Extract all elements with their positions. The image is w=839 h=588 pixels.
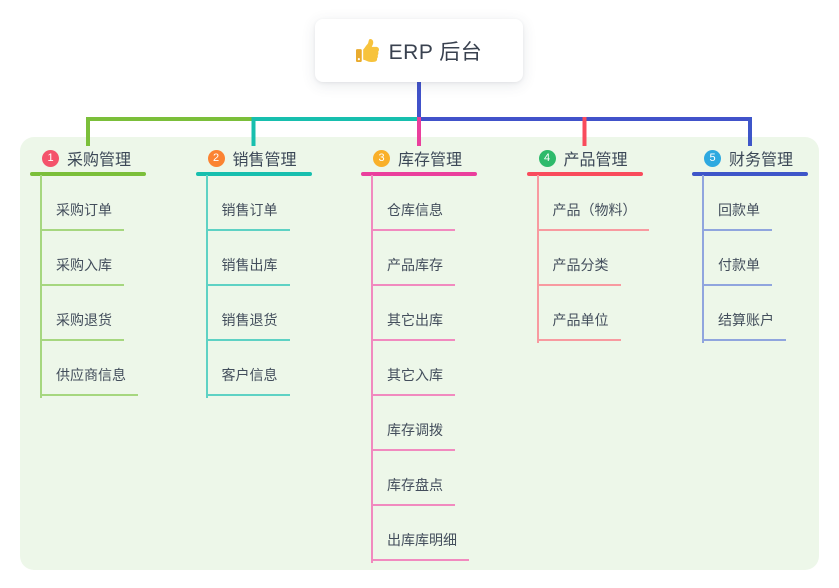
- branch-item-label: 采购入库: [40, 255, 124, 286]
- branch-title-underline: [526, 172, 643, 176]
- branch-title-label: 库存管理: [398, 152, 463, 169]
- branch-item-label: 产品单位: [536, 310, 621, 341]
- branch-stem-line: [205, 175, 208, 398]
- branch-item[interactable]: 产品（物料）: [536, 191, 649, 231]
- branch-stem-line: [536, 175, 539, 343]
- branch-item-label: 采购退货: [40, 310, 124, 341]
- branch-item-label: 销售出库: [205, 255, 290, 286]
- branch-title-label: 产品管理: [563, 152, 628, 169]
- branch-title-3[interactable]: 3 库存管理: [373, 147, 462, 169]
- branch-item[interactable]: 采购订单: [40, 191, 124, 231]
- branch-item-label: 付款单: [702, 255, 772, 286]
- branch-title-underline: [195, 172, 312, 176]
- root-node[interactable]: ERP 后台: [315, 19, 523, 82]
- branch-title-underline: [30, 172, 146, 176]
- branch-item[interactable]: 销售退货: [205, 301, 290, 341]
- branch-item-label: 库存盘点: [371, 475, 455, 506]
- branch-item[interactable]: 结算账户: [702, 301, 786, 341]
- branch-item[interactable]: 客户信息: [205, 356, 290, 396]
- branch-number-badge: 3: [373, 149, 390, 167]
- branch-item[interactable]: 采购入库: [40, 246, 124, 286]
- branch-item-label: 销售退货: [205, 310, 290, 341]
- branch-item-label: 产品（物料）: [536, 200, 649, 231]
- branch-item-label: 出库库明细: [371, 530, 469, 561]
- branch-number-badge: 2: [207, 149, 225, 167]
- branch-number-badge: 4: [538, 149, 556, 167]
- branch-item[interactable]: 销售出库: [205, 246, 290, 286]
- branch-item-label: 其它出库: [371, 310, 455, 341]
- branch-item[interactable]: 出库库明细: [371, 521, 469, 561]
- branch-item-label: 回款单: [702, 200, 772, 231]
- branch-item[interactable]: 付款单: [702, 246, 772, 286]
- branch-item-label: 供应商信息: [40, 365, 138, 396]
- branch-item-label: 其它入库: [371, 365, 455, 396]
- branch-stem-line: [371, 175, 373, 563]
- branch-item[interactable]: 产品库存: [371, 246, 455, 286]
- branch-title-2[interactable]: 2 销售管理: [207, 147, 297, 169]
- branch-item-label: 产品库存: [371, 255, 455, 286]
- branch-item[interactable]: 仓库信息: [371, 191, 455, 231]
- branch-item[interactable]: 其它出库: [371, 301, 455, 341]
- branch-number-badge: 1: [42, 149, 59, 167]
- branch-item-label: 仓库信息: [371, 200, 455, 231]
- branch-title-underline: [692, 172, 808, 176]
- branch-title-underline: [361, 172, 477, 176]
- thumbs-up-icon: [355, 39, 379, 62]
- branch-title-1[interactable]: 1 采购管理: [42, 147, 131, 169]
- branch-title-label: 销售管理: [232, 152, 297, 169]
- branch-stem-line: [702, 175, 704, 343]
- branches-panel: [20, 137, 819, 570]
- branch-item[interactable]: 回款单: [702, 191, 772, 231]
- branch-item[interactable]: 产品单位: [536, 301, 621, 341]
- branch-item-label: 客户信息: [205, 365, 290, 396]
- branch-title-5[interactable]: 5 财务管理: [704, 147, 793, 169]
- branch-item[interactable]: 库存盘点: [371, 466, 455, 506]
- branch-item-label: 销售订单: [205, 200, 290, 231]
- branch-title-label: 财务管理: [729, 152, 794, 169]
- branch-item[interactable]: 其它入库: [371, 356, 455, 396]
- branch-item-label: 库存调拨: [371, 420, 455, 451]
- branch-item-label: 产品分类: [536, 255, 621, 286]
- branch-item[interactable]: 产品分类: [536, 246, 621, 286]
- branch-item[interactable]: 库存调拨: [371, 411, 455, 451]
- root-label: ERP 后台: [388, 40, 483, 64]
- branch-title-4[interactable]: 4 产品管理: [538, 147, 628, 169]
- branch-item[interactable]: 供应商信息: [40, 356, 138, 396]
- branch-item[interactable]: 采购退货: [40, 301, 124, 341]
- branch-number-badge: 5: [704, 149, 721, 167]
- branch-item-label: 结算账户: [702, 310, 786, 341]
- branch-item[interactable]: 销售订单: [205, 191, 290, 231]
- branch-title-label: 采购管理: [67, 152, 132, 169]
- branch-item-label: 采购订单: [40, 200, 124, 231]
- branch-stem-line: [40, 175, 42, 398]
